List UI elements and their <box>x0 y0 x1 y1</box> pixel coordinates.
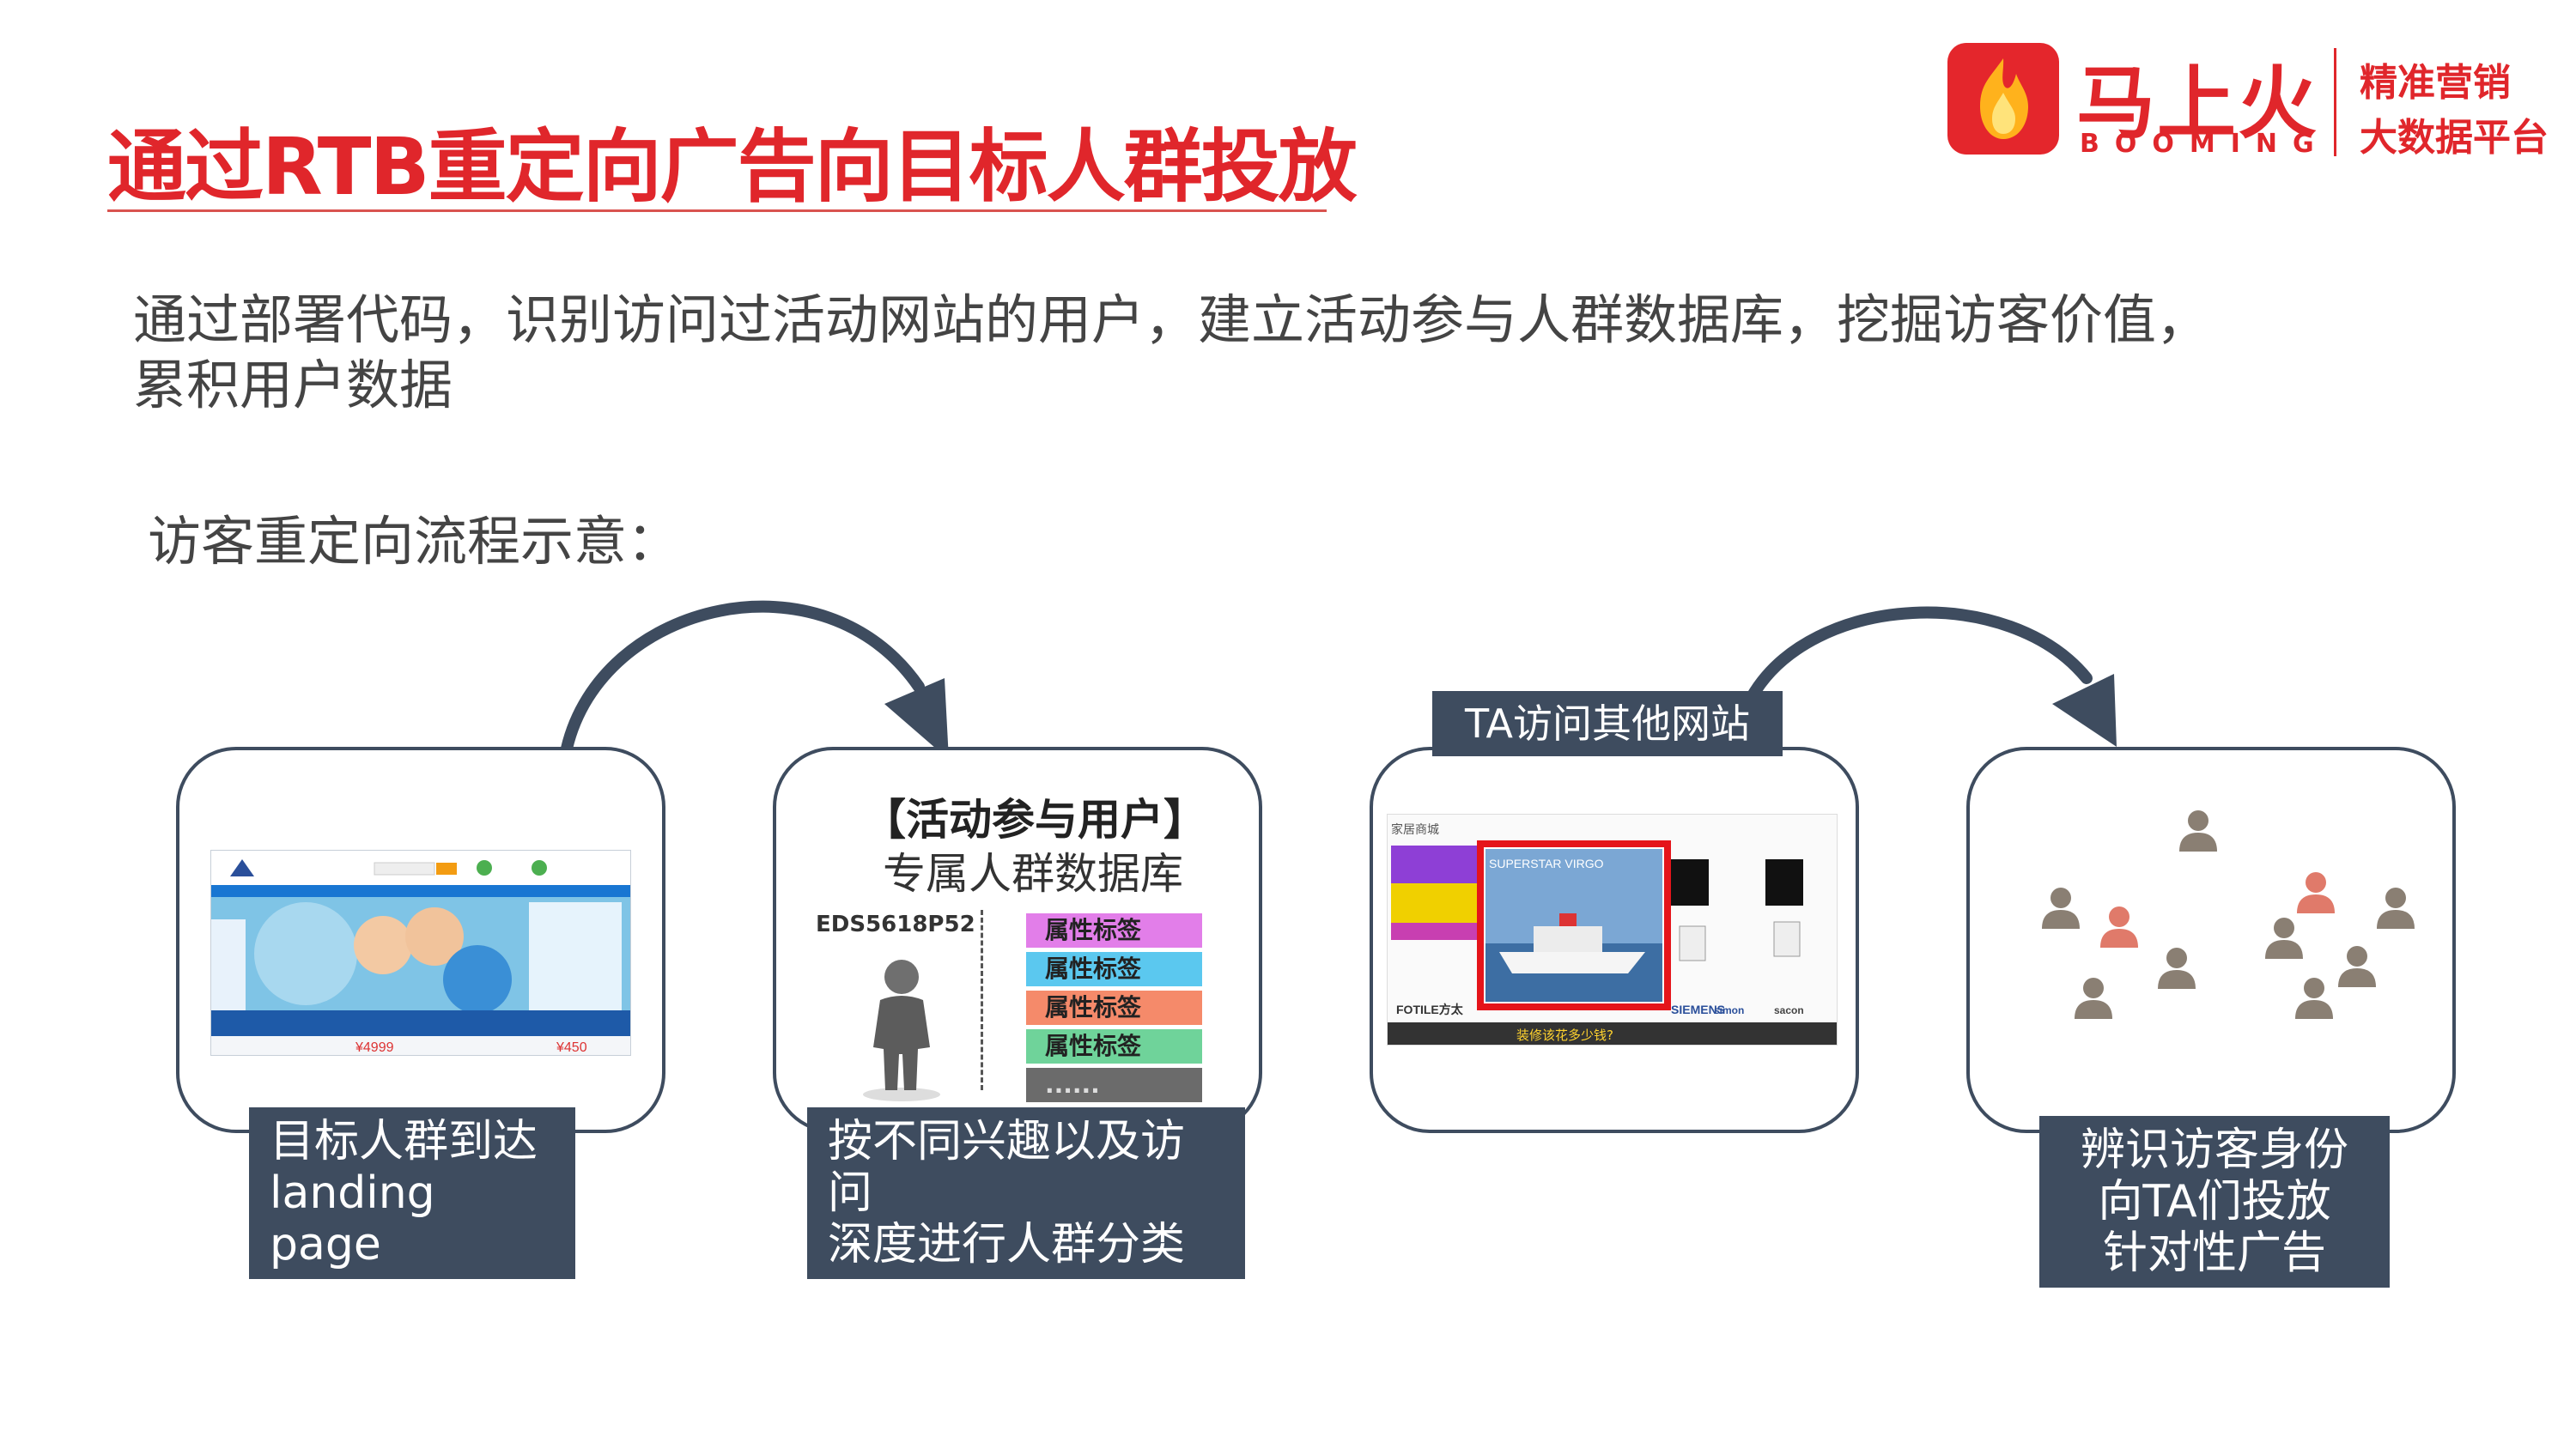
person-icon-target-2 <box>2297 872 2335 913</box>
shot3-brand-3: simon <box>1714 1004 1744 1016</box>
attribute-tag-more: ...... <box>1026 1068 1202 1102</box>
stage2-label: 按不同兴趣以及访问 深度进行人群分类 <box>807 1107 1245 1279</box>
attribute-tag-2: 属性标签 <box>1026 952 1202 986</box>
intro-line-2: 累积用户数据 <box>133 354 453 416</box>
person-icon-6 <box>2338 946 2376 987</box>
logo-tagline-2: 大数据平台 <box>2360 116 2549 160</box>
stage2-label-line1: 按不同兴趣以及访问 <box>828 1116 1186 1219</box>
stage4-label-line1: 辨识访客身份 <box>2080 1125 2348 1176</box>
arrow-stage1-to-stage2 <box>561 600 925 755</box>
shot1-price-2: ¥450 <box>556 1040 587 1055</box>
page-title: 通过RTB重定向广告向目标人群投放 <box>107 121 1358 213</box>
logo-divider <box>2334 48 2336 156</box>
person-icon-5 <box>2158 948 2196 989</box>
stage1-label-line1: 目标人群到达 <box>270 1116 538 1167</box>
logo-brand-name: 马上火 <box>2076 58 2319 149</box>
shot3-brand-4: sacon <box>1774 1004 1804 1016</box>
stage2-subheading: 专属人群数据库 <box>883 849 1183 899</box>
photo-face-2 <box>405 907 464 966</box>
stage3-top-tag: TA访问其他网站 <box>1432 691 1783 756</box>
arrow-stage3-to-stage4 <box>1746 606 2093 703</box>
person-icon-7 <box>2075 978 2112 1019</box>
tag-divider <box>981 910 983 1090</box>
shot3-site-name: 家居商城 <box>1391 822 1439 836</box>
user-figure-icon <box>854 953 949 1106</box>
person-icon-8 <box>2295 978 2333 1019</box>
person-icon-2 <box>2042 888 2080 929</box>
landing-page-screenshot: ¥4999 ¥450 <box>210 850 631 1056</box>
stage4-label: 辨识访客身份 向TA们投放 针对性广告 <box>2039 1116 2390 1288</box>
stage4-label-line2: 向TA们投放 <box>2098 1176 2331 1228</box>
other-site-screenshot: 家居商城 SUPERSTAR VIRGO FOTILE方太 SIEMENS si… <box>1387 814 1838 1046</box>
logo-brand-en: BOOMING <box>2080 129 2330 159</box>
flow-title: 访客重定向流程示意： <box>148 510 681 573</box>
user-id-code: EDS5618P52 <box>816 912 975 937</box>
stage2-label-line2: 深度进行人群分类 <box>828 1219 1186 1270</box>
intro-line-1: 通过部署代码，识别访问过活动网站的用户，建立活动参与人群数据库，挖掘访客价值， <box>133 288 2210 351</box>
cruise-ship-icon <box>1499 952 1645 973</box>
person-icon-1 <box>2179 810 2217 852</box>
stage1-label: 目标人群到达 landing page <box>249 1107 575 1279</box>
photo-face-1 <box>354 916 412 974</box>
stage1-label-line2: landing page <box>270 1167 435 1270</box>
stage4-label-line3: 针对性广告 <box>2102 1228 2326 1279</box>
shot3-brand-2: SIEMENS <box>1671 1003 1725 1016</box>
shot1-price-1: ¥4999 <box>355 1040 394 1055</box>
audience-crowd <box>2042 810 2415 1019</box>
stage2-heading: 【活动参与用户】 <box>863 795 1206 845</box>
stage4-card <box>1966 747 2456 1133</box>
shot3-brand-1: FOTILE方太 <box>1396 1003 1464 1016</box>
shot3-ad-text: SUPERSTAR VIRGO <box>1489 857 1604 870</box>
attribute-tag-3: 属性标签 <box>1026 991 1202 1025</box>
attribute-tag-1: 属性标签 <box>1026 913 1202 948</box>
attribute-tag-4: 属性标签 <box>1026 1029 1202 1064</box>
person-icon-3 <box>2377 888 2415 929</box>
person-icon-4 <box>2265 918 2303 959</box>
logo-tagline-1: 精准营销 <box>2360 61 2511 105</box>
title-underline <box>107 209 1327 212</box>
shot3-banner: 装修该花多少钱? <box>1516 1028 1613 1043</box>
person-icon-target-1 <box>2100 906 2138 948</box>
arrow-head-2 <box>2052 674 2117 747</box>
site-logo-icon <box>230 859 254 876</box>
flame-logo-icon <box>1947 43 2059 155</box>
arrow-head-1 <box>884 678 949 760</box>
